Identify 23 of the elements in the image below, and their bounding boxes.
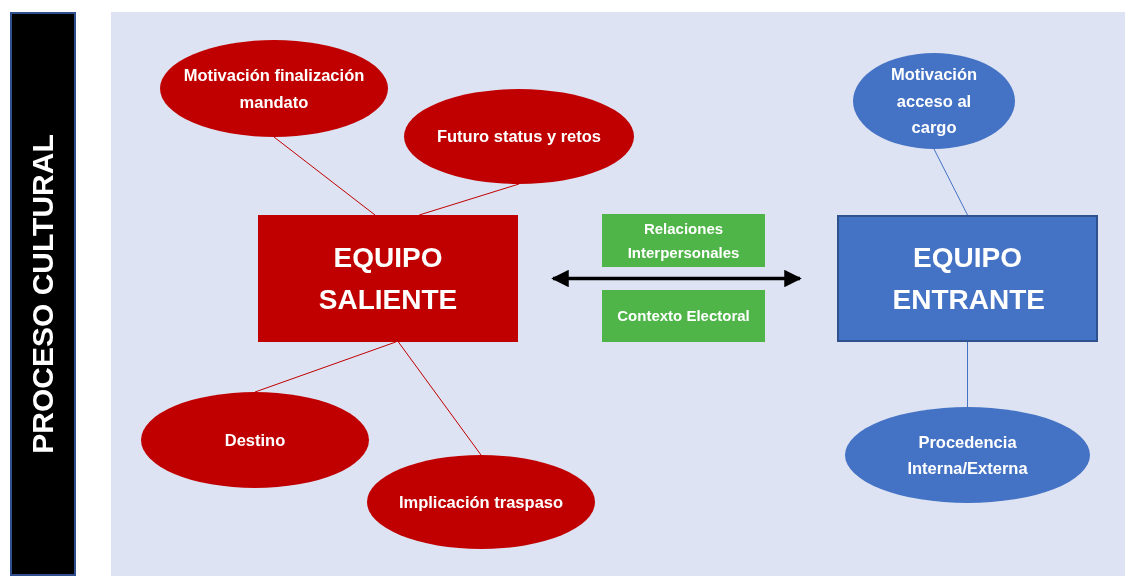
arrow <box>551 269 802 288</box>
process-box <box>602 290 765 342</box>
connector-line <box>967 341 968 408</box>
box-title: EQUIPO ENTRANTE <box>892 240 1043 317</box>
process-box <box>258 215 518 342</box>
process-box <box>837 215 1098 342</box>
node-label: Relaciones Interpersonales <box>626 218 741 263</box>
vertical-title: PROCESO CULTURAL <box>25 134 60 454</box>
connector-line <box>254 341 397 393</box>
node-label: Destino <box>224 429 286 451</box>
box-title: EQUIPO SALIENTE <box>317 240 459 317</box>
connector-line <box>273 136 376 216</box>
connector-line <box>397 341 482 456</box>
node-label: Implicación traspaso <box>398 491 564 513</box>
connector-line <box>933 148 968 216</box>
side-band <box>10 12 76 576</box>
connector-line <box>418 183 520 216</box>
node-label: Contexto Electoral <box>617 306 750 326</box>
process-box <box>602 214 765 267</box>
node-label: Procedencia Interna/Externa <box>906 431 1029 479</box>
node-label: Motivación acceso al cargo <box>889 64 979 139</box>
node-label: Motivación finalización mandato <box>182 65 366 113</box>
node-label: Futuro status y retos <box>436 126 602 148</box>
